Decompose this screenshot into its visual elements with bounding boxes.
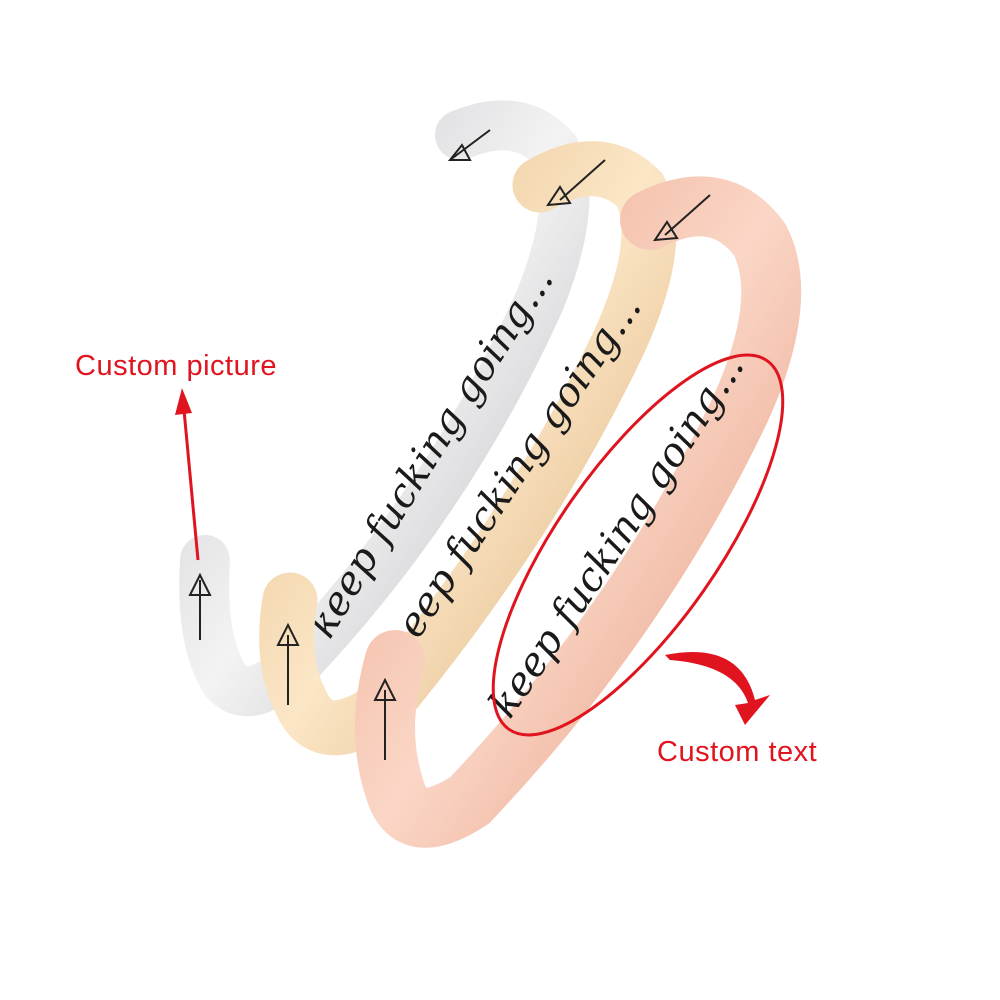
custom-picture-label: Custom picture: [75, 350, 278, 382]
up-arrow-icon: [175, 388, 200, 561]
silver-bracelet: keep fucking going...: [179, 100, 590, 717]
custom-text-label: Custom text: [657, 736, 818, 768]
curved-arrow-icon: [665, 652, 770, 725]
arrow-engraving-icon: [447, 129, 491, 161]
arrow-engraving-icon: [188, 572, 212, 640]
arrow-engraving-icon: [653, 194, 711, 242]
arrow-engraving-icon: [373, 677, 397, 760]
arrow-engraving-icon: [276, 622, 300, 705]
arrow-engraving-icon: [546, 159, 606, 207]
highlight-ellipse: [491, 353, 785, 737]
